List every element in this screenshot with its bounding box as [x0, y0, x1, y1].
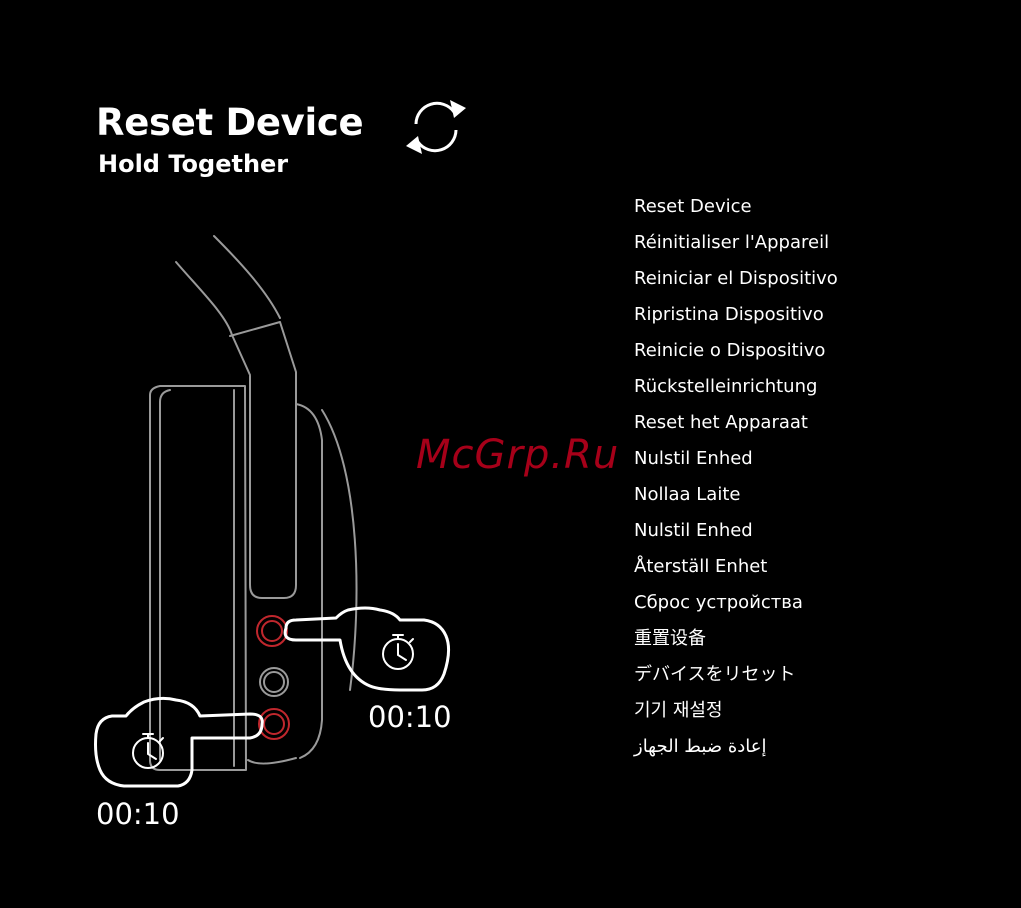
timer-left: 00:10	[96, 797, 180, 831]
language-item-fi: Nollaa Laite	[634, 484, 741, 505]
hand-left-icon	[94, 696, 264, 788]
bottom-button-highlight	[258, 708, 290, 740]
language-item-es: Reiniciar el Dispositivo	[634, 268, 838, 289]
language-item-fr: Réinitialiser l'Appareil	[634, 232, 830, 253]
language-item-en: Reset Device	[634, 196, 752, 217]
stopwatch-icon	[382, 634, 414, 670]
ear-cup	[149, 385, 247, 771]
headband-outer	[175, 261, 233, 336]
stopwatch-icon	[132, 733, 164, 769]
language-item-nl: Reset het Apparaat	[634, 412, 808, 433]
page-subtitle: Hold Together	[98, 150, 289, 178]
ear-pad	[295, 403, 323, 759]
language-item-it: Ripristina Dispositivo	[634, 304, 824, 325]
language-item-ko: 기기 재설정	[634, 700, 723, 721]
refresh-cycle-icon	[406, 100, 466, 154]
language-item-pt: Reinicie o Dispositivo	[634, 340, 826, 361]
language-item-de: Rückstelleinrichtung	[634, 376, 818, 397]
language-list: Reset Device Réinitialiser l'Appareil Re…	[634, 194, 838, 770]
watermark-text: McGrp.Ru	[416, 432, 620, 478]
top-button-highlight	[256, 615, 288, 647]
language-item-ja: デバイスをリセット	[634, 664, 796, 685]
page-title: Reset Device	[96, 101, 364, 144]
language-item-sv: Återställ Enhet	[634, 556, 768, 577]
slider-arm	[249, 375, 297, 599]
headband-inner	[213, 235, 281, 319]
timer-right: 00:10	[368, 700, 452, 734]
language-item-no: Nulstil Enhed	[634, 520, 753, 541]
language-item-ru: Сброс устройства	[634, 592, 803, 613]
hand-right-icon	[283, 606, 451, 692]
language-item-zh: 重置设备	[634, 628, 706, 649]
middle-button	[259, 667, 289, 697]
language-item-ar: إعادة ضبط الجهاز	[634, 736, 767, 757]
language-item-da: Nulstil Enhed	[634, 448, 753, 469]
